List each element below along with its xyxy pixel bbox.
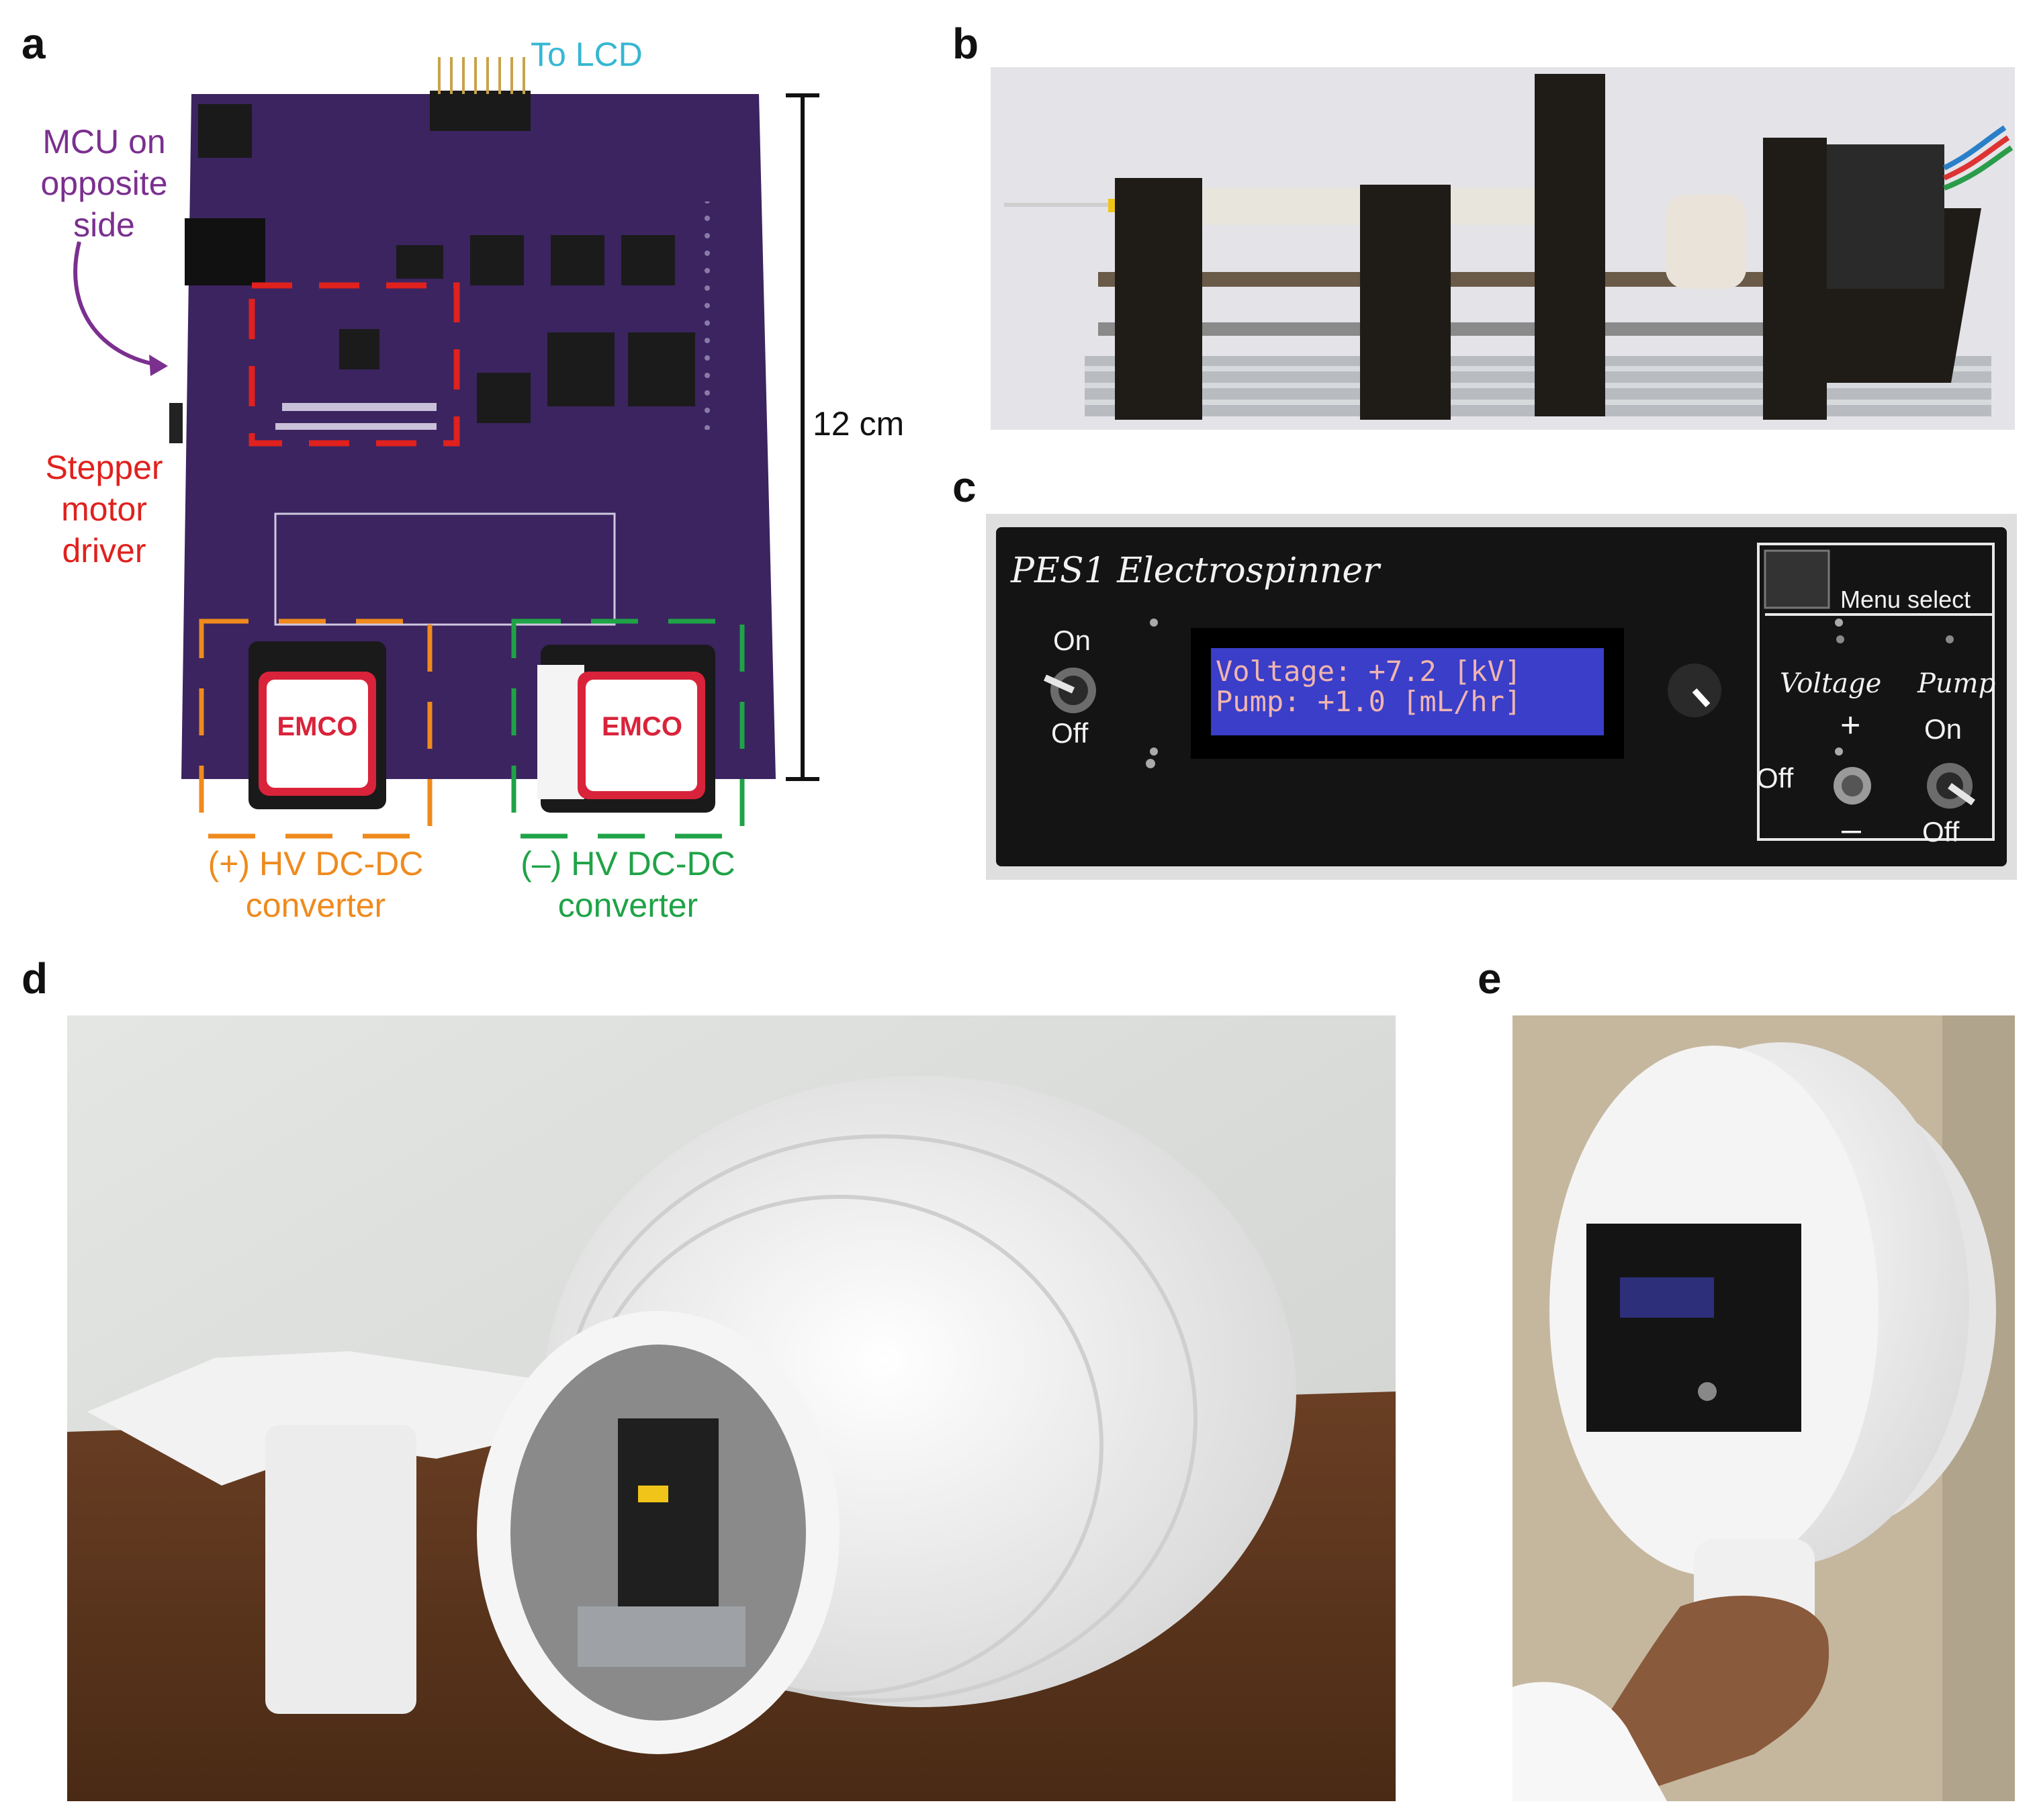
positive-converter-label: (+) HV DC-DC converter bbox=[208, 845, 424, 924]
lcd-line-2: Pump: +1.0 [mL/hr] bbox=[1216, 685, 1522, 718]
mcu-arrow bbox=[73, 241, 165, 368]
enclosure-illustration bbox=[67, 1015, 1396, 1801]
panel-letter-c: c bbox=[952, 463, 977, 511]
voltage-plus-label: + bbox=[1840, 706, 1861, 745]
panel-e-handheld-photo bbox=[1512, 1015, 2015, 1801]
panel-c-control-panel-photo bbox=[986, 514, 2017, 880]
inner-rail bbox=[578, 1606, 746, 1667]
scale-bar bbox=[786, 93, 819, 781]
stepper-driver-label: Stepper motor driver bbox=[45, 449, 163, 570]
panel-b-syringe-pump-photo bbox=[991, 67, 2015, 430]
syringe-pump-illustration bbox=[1004, 74, 2014, 420]
panel-letter-e: e bbox=[1478, 954, 1502, 1003]
negative-converter-label: (–) HV DC-DC converter bbox=[521, 845, 735, 924]
pump-on-label: On bbox=[1924, 713, 1962, 745]
stepper-driver-highlight bbox=[249, 282, 460, 447]
positive-converter-highlight bbox=[199, 619, 433, 839]
side-switch bbox=[169, 403, 183, 443]
lcd-line-1: Voltage: +7.2 [kV] bbox=[1216, 655, 1522, 688]
module-brand-negative: EMCO bbox=[602, 712, 682, 741]
mini-control-panel bbox=[1586, 1224, 1801, 1432]
lab-coat-sleeve bbox=[1512, 1682, 1667, 1801]
control-group-outline bbox=[1757, 543, 1995, 841]
power-on-label: On bbox=[1053, 625, 1091, 656]
pcb-connectors bbox=[396, 235, 695, 423]
positive-hv-module bbox=[249, 641, 386, 809]
panel-letter-d: d bbox=[21, 954, 48, 1003]
panel-letter-a: a bbox=[21, 19, 46, 68]
panel-d-enclosure-photo bbox=[67, 1015, 1396, 1801]
negative-hv-module bbox=[537, 645, 715, 813]
control-panel-illustration bbox=[996, 527, 2007, 866]
voltage-regulator bbox=[198, 104, 252, 158]
scale-label: 12 cm bbox=[813, 405, 905, 443]
to-lcd-label: To LCD bbox=[531, 36, 643, 73]
pump-off-label: Off bbox=[1922, 816, 1960, 848]
panel-letter-b: b bbox=[952, 19, 979, 68]
mcu-label: MCU on opposite side bbox=[40, 123, 168, 244]
menu-select-button bbox=[1764, 549, 1830, 609]
pcb-board-illustration bbox=[73, 57, 819, 839]
negative-converter-highlight bbox=[511, 619, 745, 839]
pump-label: Pump bbox=[1917, 668, 1996, 699]
panel-a-pcb-photo bbox=[0, 0, 940, 940]
lcd-header-pins bbox=[430, 57, 531, 131]
power-jack bbox=[185, 218, 265, 285]
inner-pump-block bbox=[618, 1418, 719, 1640]
menu-select-label: Menu select bbox=[1840, 586, 1971, 613]
silkscreen-outline bbox=[274, 512, 616, 626]
stepper-driver-chip bbox=[339, 329, 379, 369]
lcd-screen bbox=[1211, 648, 1604, 735]
voltage-off-label: Off bbox=[1756, 762, 1794, 794]
voltage-label: Voltage bbox=[1780, 668, 1882, 699]
stand-pillar bbox=[265, 1425, 416, 1714]
control-panel-title: PES1 Electrospinner bbox=[1011, 551, 1380, 591]
handheld-illustration bbox=[1512, 1015, 2015, 1801]
module-brand-positive: EMCO bbox=[277, 712, 358, 741]
voltage-minus-label: – bbox=[1842, 810, 1861, 849]
stand-top-plate bbox=[87, 1351, 551, 1486]
power-off-label: Off bbox=[1051, 717, 1089, 749]
